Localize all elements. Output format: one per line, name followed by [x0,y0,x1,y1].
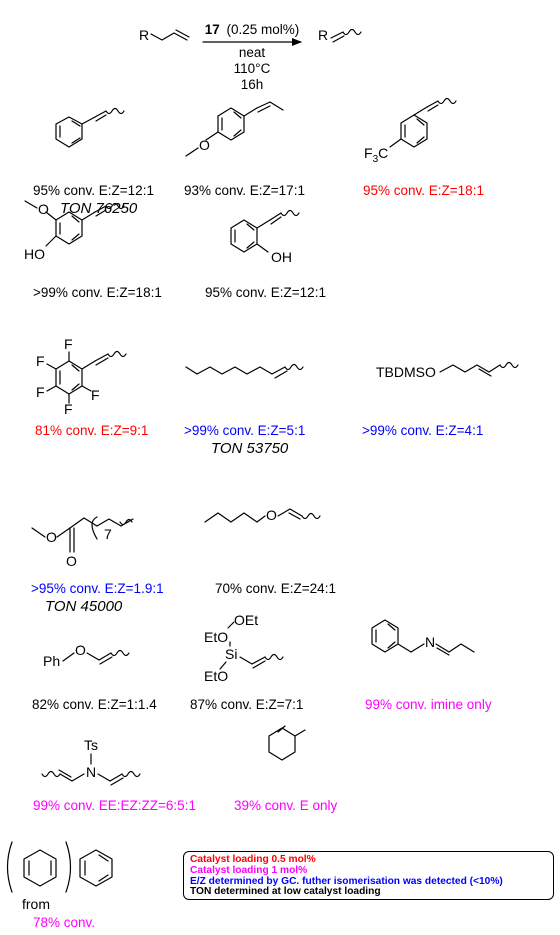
result-isoeugenol: >99% conv. E:Z=18:1 [33,285,162,300]
result-butyl-vinyl-ether: 70% conv. E:Z=24:1 [215,581,336,596]
si-label: Si [225,646,237,662]
legend-blue: E/Z determined by GC. futher isomerisati… [190,875,503,887]
f-top: F [64,336,73,352]
result-tbdms-pentenol: >99% conv. E:Z=4:1 [362,423,484,438]
molecule-anethole: O [185,101,284,157]
tbdmso-label: TBDMSO [376,364,436,380]
legend-box: Catalyst loading 0.5 mol% Catalyst loadi… [183,851,554,900]
molecule-diallyl-tosylamide: Ts N [41,737,141,786]
ph-label: Ph [43,653,60,669]
molecule-phenyl-allyl-ether: Ph O [43,642,130,669]
eto-lower: EtO [204,668,228,684]
molecule-pentafluorostyrene: F F F F F [36,336,127,417]
molecule-styrene [55,107,125,148]
molecule-imine: N [371,619,475,656]
oet-top: OEt [234,612,258,628]
catalyst-loading: (0.25 mol%) [227,22,300,37]
cf3-label: F3C [364,145,388,165]
chain-repeat: 7 [104,526,112,542]
result-allyl-silane: 87% conv. E:Z=7:1 [190,697,304,712]
result-styrene: 95% conv. E:Z=12:1 [33,183,154,198]
ton-decene: TON 53750 [211,440,289,457]
result-cf3-styrene: 95% conv. E:Z=18:1 [363,183,484,198]
molecule-cf3-styrene: F3C [364,97,457,165]
molecule-methylcyclohexene [268,725,306,761]
legend-black: TON determined at low catalyst loading [190,886,381,898]
molecule-isoeugenol: O HO [24,200,125,262]
condition-solvent: neat [239,45,266,60]
molecule-methyl-ester: O O 7 [31,516,134,569]
ton-styrene: TON 76250 [60,200,138,217]
scheme-arrow: 17 (0.25 mol%) neat 110°C 16h [202,22,302,92]
f-lower-left: F [36,384,45,400]
result-decene: >99% conv. E:Z=5:1 [184,423,306,438]
molecule-tbdms-pentenol: TBDMSO [376,361,519,380]
isoeugenol-o: O [38,201,49,217]
from-label: from [22,896,50,912]
result-anethole: 93% conv. E:Z=17:1 [184,183,305,198]
methoxy-o: O [199,137,210,153]
result-methyl-ester: >95% conv. E:Z=1.9:1 [31,581,164,596]
eto-upper: EtO [204,629,228,645]
ether-o: O [266,507,277,523]
catalyst-number: 17 [205,22,220,37]
result-benzene: 78% conv. [33,915,96,930]
scheme-product: R [318,27,362,43]
imine-n: N [425,634,435,650]
reactant-r-label: R [139,27,149,43]
result-methylcyclohexene: 39% conv. E only [234,798,338,813]
amide-n: N [86,764,96,780]
result-hydroxystyrene: 95% conv. E:Z=12:1 [205,285,326,300]
molecule-allyl-silane: OEt EtO Si EtO [204,612,284,684]
legend-magenta: Catalyst loading 1 mol% [190,864,308,876]
carbonyl-o: O [66,553,77,569]
f-bottom: F [64,401,73,417]
f-upper-left: F [36,353,45,369]
molecule-decene [185,363,304,379]
condition-temperature: 110°C [234,61,271,76]
molecule-cyclohexadiene: from [6,841,72,912]
hydroxystyrene-oh: OH [271,249,292,265]
product-r-label: R [318,27,328,43]
isoeugenol-ho: HO [24,246,45,262]
result-pentafluorostyrene: 81% conv. E:Z=9:1 [35,423,149,438]
result-diallyl-tosylamide: 99% conv. EE:EZ:ZZ=6:5:1 [33,798,196,813]
molecule-hydroxystyrene: OH [230,209,300,265]
f-lower-right: F [91,387,100,403]
condition-time: 16h [241,77,264,92]
ton-methyl-ester: TON 45000 [45,598,123,615]
molecule-benzene [79,849,113,887]
phenoxy-o: O [75,642,86,658]
result-phenyl-allyl-ether: 82% conv. E:Z=1:1.4 [32,697,157,712]
ts-label: Ts [84,737,98,753]
molecule-butyl-vinyl-ether: O [204,507,321,523]
ester-o: O [46,529,57,545]
legend-red: Catalyst loading 0.5 mol% [190,854,316,865]
result-imine: 99% conv. imine only [365,697,492,712]
catalyst-label: 17 (0.25 mol%) [205,22,300,37]
scheme-reactant: R [139,27,190,43]
